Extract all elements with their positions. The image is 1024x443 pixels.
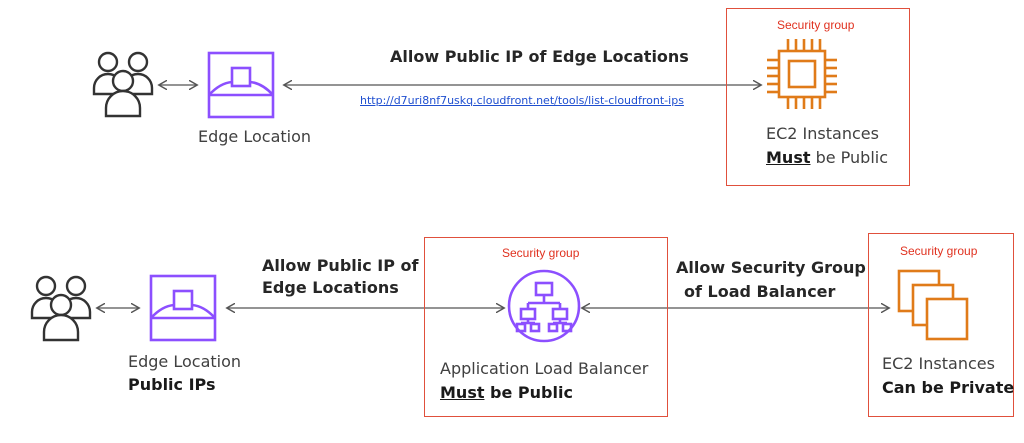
be-public-text: be Public	[810, 148, 889, 167]
cloudfront-ip-list-link[interactable]: http://d7uri8nf7uskq.cloudfront.net/tool…	[360, 94, 684, 107]
ec2-instances-icon-bottom	[896, 268, 976, 349]
edge-location-label-top: Edge Location	[198, 127, 312, 146]
security-group-box-ec2-top	[726, 8, 910, 186]
load-balancer-icon	[506, 268, 582, 349]
must-emphasis: Must	[766, 148, 811, 167]
must-emphasis-alb: Must	[440, 383, 485, 402]
ec2-instances-label-top: EC2 Instances	[766, 124, 879, 143]
ec2-chip-icon-top	[765, 37, 839, 116]
application-load-balancer-label: Application Load Balancer	[440, 359, 649, 378]
allow-security-group-label-line2: of Load Balancer	[684, 282, 836, 301]
users-icon-top	[92, 46, 156, 123]
allow-security-group-label-line1: Allow Security Group	[676, 258, 866, 277]
edge-location-label-bottom: Edge Location	[128, 352, 242, 371]
alb-must-be-public: Must be Public	[440, 383, 573, 402]
ec2-must-be-public-top: Must be Public	[766, 148, 888, 167]
allow-public-ip-label-top: Allow Public IP of Edge Locations	[390, 47, 689, 66]
security-group-label-ec2-bottom: Security group	[900, 244, 978, 258]
cloudfront-icon-bottom	[148, 273, 218, 348]
users-icon-bottom	[30, 270, 94, 347]
cloudfront-icon-top	[206, 50, 276, 125]
security-group-label-ec2-top: Security group	[777, 18, 855, 32]
security-group-box-alb	[424, 237, 668, 417]
public-ips-label: Public IPs	[128, 375, 216, 394]
ec2-instances-label-bottom: EC2 Instances	[882, 354, 995, 373]
security-group-box-ec2-bottom	[868, 233, 1014, 417]
can-be-private-label: Can be Private	[882, 378, 1015, 397]
allow-public-ip-label-bottom-line1: Allow Public IP of	[262, 256, 419, 275]
alb-be-public-text: be Public	[484, 383, 573, 402]
allow-public-ip-label-bottom-line2: Edge Locations	[262, 278, 399, 297]
security-group-label-alb: Security group	[502, 246, 580, 260]
